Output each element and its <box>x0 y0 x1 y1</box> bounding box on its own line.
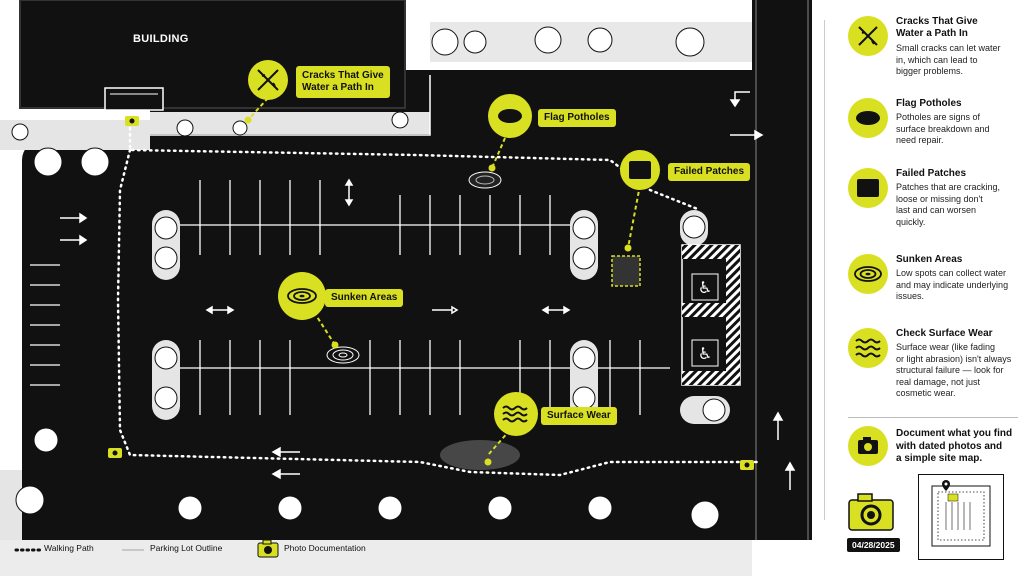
sunken-icon <box>848 254 888 294</box>
parking-lot <box>22 140 752 540</box>
sidebar-item-patches: Failed Patches Patches that are cracking… <box>848 168 1018 236</box>
building-label: BUILDING <box>133 33 189 45</box>
parking-stalls-top <box>180 180 570 255</box>
document-note-text: Document what you find with dated photos… <box>896 428 1013 464</box>
sunken-mark <box>326 346 360 364</box>
mini-site-map <box>918 474 1004 560</box>
callout-wave-icon <box>494 392 538 436</box>
svg-text:♿: ♿ <box>698 278 712 297</box>
sidebar-item-sunken: Sunken Areas Low spots can collect water… <box>848 254 1018 310</box>
walking-path <box>116 126 762 477</box>
sidebar-title: Failed Patches <box>896 168 967 179</box>
svg-text:♿: ♿ <box>698 344 712 363</box>
sidebar-divider <box>848 417 1018 418</box>
street-trees <box>11 26 720 530</box>
street-right <box>752 0 812 540</box>
large-camera-icon <box>848 493 894 531</box>
wave-icon <box>848 328 888 368</box>
photo-marker-entrance <box>125 116 139 126</box>
sidebar-item-potholes: Flag Potholes Potholes are signs of surf… <box>848 98 1018 154</box>
sidebar-item-cracks: Cracks That Give Water a Path In Small c… <box>848 16 1018 80</box>
callout-cracks-icon <box>248 60 288 100</box>
sidebar-item-wear: Check Surface Wear Surface wear (like fa… <box>848 328 1018 406</box>
photo-marker-right <box>740 460 754 470</box>
callout-pothole-icon <box>488 94 532 138</box>
sidebar-document-note: Document what you find with dated photos… <box>848 426 1018 466</box>
sidebar-title: Sunken Areas <box>896 254 963 265</box>
legend-lot-outline: Parking Lot Outline <box>150 543 223 553</box>
photo-marker-left <box>108 448 122 458</box>
sidebar-desc: Low spots can collect water and may indi… <box>896 268 1009 301</box>
patch-icon <box>848 168 888 208</box>
legend-walking-path: Walking Path <box>44 543 94 553</box>
patch-mark <box>611 255 641 287</box>
date-badge: 04/28/2025 <box>847 538 900 552</box>
sidebar-desc: Patches that are cracking, loose or miss… <box>896 182 1001 227</box>
callout-sunken-icon <box>278 272 326 320</box>
legend-camera-icon <box>257 539 279 558</box>
accessible-parking: ♿ ♿ <box>681 244 741 386</box>
traffic-arrows <box>60 91 796 490</box>
wear-mark <box>440 440 520 470</box>
pothole-mark <box>468 171 502 189</box>
sidebar-desc: Small cracks can let water in, which can… <box>896 43 1001 76</box>
callout-label-patches: Failed Patches <box>668 163 751 181</box>
callout-label-potholes: Flag Potholes <box>538 109 616 127</box>
legend-photo-doc: Photo Documentation <box>284 543 366 553</box>
sidebar-desc: Potholes are signs of surface breakdown … <box>896 112 990 145</box>
sidebar-desc: Surface wear (like fading or light abras… <box>896 342 1012 398</box>
planter-islands <box>152 210 730 424</box>
site-map: ♿ ♿ <box>0 0 812 576</box>
cracks-icon <box>848 16 888 56</box>
camera-icon <box>848 426 888 466</box>
callout-label-cracks: Cracks That Give Water a Path In <box>296 66 390 98</box>
pothole-icon <box>848 98 888 138</box>
callout-patch-icon <box>620 150 660 190</box>
callout-label-wear: Surface Wear <box>541 407 617 425</box>
sidebar-title: Check Surface Wear <box>896 328 993 339</box>
sidebar-title: Flag Potholes <box>896 98 962 109</box>
legend-sidebar: Cracks That Give Water a Path In Small c… <box>824 0 1024 576</box>
sidebar-title: Cracks That Give Water a Path In <box>896 16 978 39</box>
callout-label-sunken: Sunken Areas <box>325 289 404 307</box>
